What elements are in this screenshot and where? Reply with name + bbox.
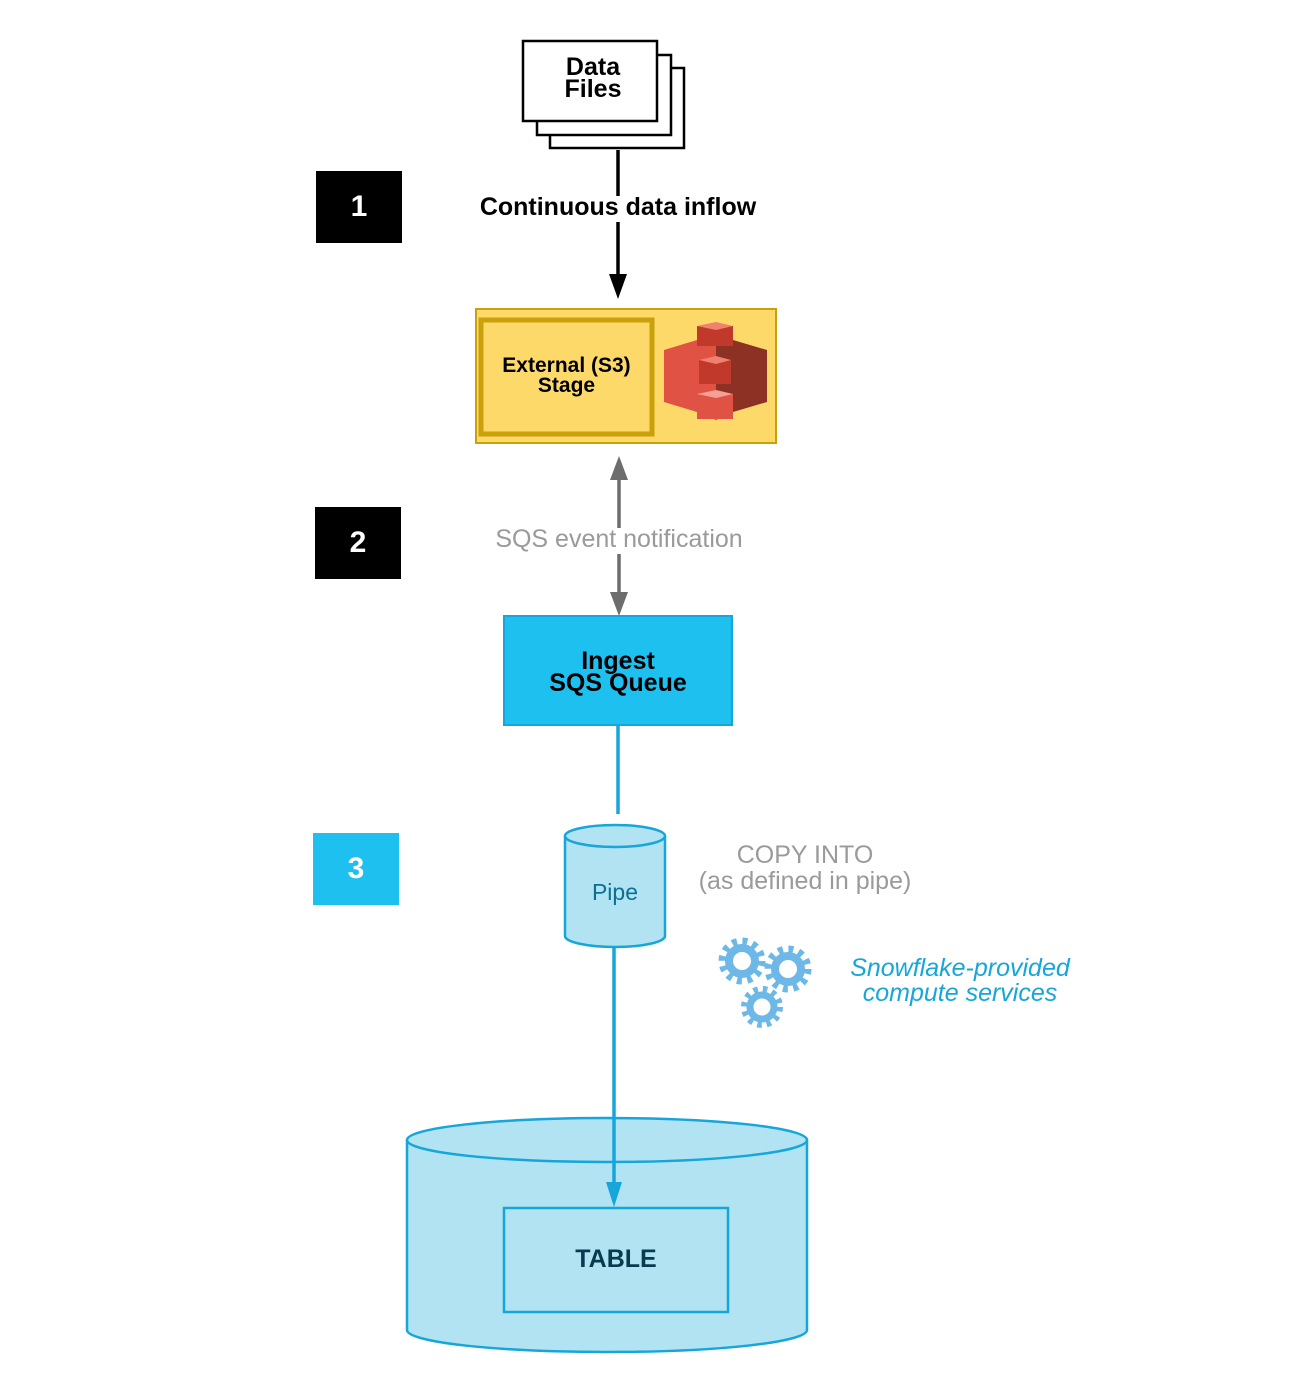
- sqs-notification-arrow: [610, 456, 628, 616]
- step-badge-3: 3: [313, 833, 399, 905]
- aws-s3-icon: [664, 322, 767, 420]
- table-cylinder: [405, 1116, 809, 1354]
- stage-label: External (S3)Stage: [502, 354, 631, 397]
- sqs-notification-label: SQS event notification: [495, 525, 743, 553]
- gears-icon: [718, 937, 812, 1028]
- inflow-arrow: [609, 150, 627, 299]
- pipe-label: Pipe: [591, 879, 639, 905]
- data-files-stack: [521, 39, 686, 150]
- step-badge-1: 1: [316, 171, 402, 243]
- inflow-label: Continuous data inflow: [479, 193, 757, 221]
- table-label: TABLE: [575, 1245, 657, 1273]
- copy-into-label: COPY INTO(as defined in pipe): [698, 841, 912, 895]
- pipe-to-table-arrow: [606, 948, 622, 1207]
- ingest-queue-box: [503, 615, 733, 726]
- step-badge-2: 2: [315, 507, 401, 579]
- pipe-cylinder: [563, 823, 667, 949]
